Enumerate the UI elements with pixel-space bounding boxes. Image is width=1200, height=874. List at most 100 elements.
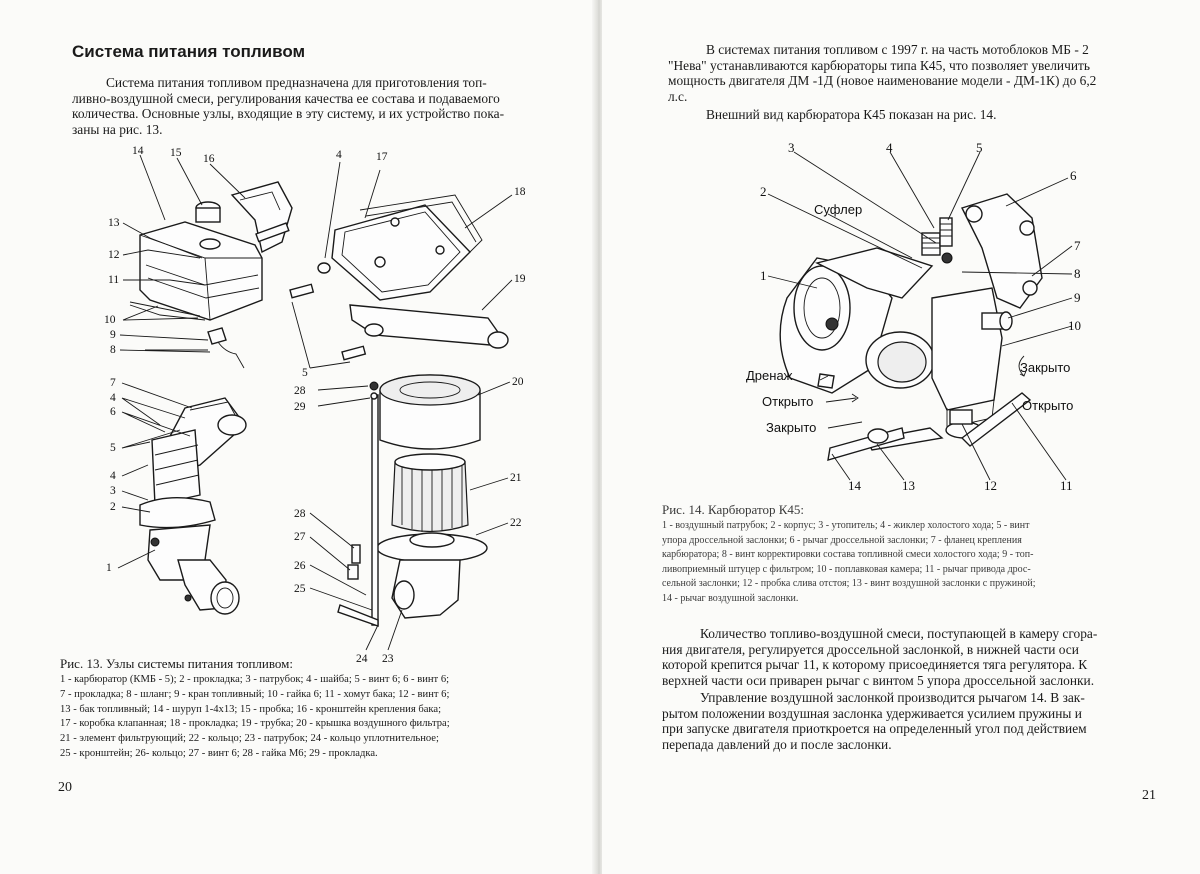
label-11: 11 xyxy=(108,274,119,286)
air-filter-drawing xyxy=(376,374,488,619)
body-line: ния двигателя, регулируется дроссельной … xyxy=(662,641,1079,657)
bracket-drawing xyxy=(337,381,379,627)
label-14: 14 xyxy=(132,145,144,157)
intro-line: мощность двигателя ДМ -1Д (новое наимено… xyxy=(668,73,1097,88)
label-29: 29 xyxy=(294,401,306,413)
label-13: 13 xyxy=(902,478,915,493)
intro-line: Система питания топливом предназначена д… xyxy=(106,75,487,90)
figure-13-fuel-system-diagram: 14 15 16 4 17 18 13 12 11 19 10 9 8 5 28… xyxy=(104,145,526,665)
direction-arrows xyxy=(825,355,1027,429)
label-zakryto-left: Закрыто xyxy=(766,420,816,435)
page-number: 21 xyxy=(1142,788,1156,803)
body-paragraph-choke: Управление воздушной заслонкой производи… xyxy=(662,690,1160,752)
label-26: 26 xyxy=(294,560,306,572)
label-otkryto-left: Открыто xyxy=(762,394,813,409)
figure-13-labels: 14 15 16 4 17 18 13 12 11 19 10 9 8 5 28… xyxy=(104,145,526,665)
label-15: 15 xyxy=(170,147,182,159)
figure-14-caption-title: Рис. 14. Карбюратор К45: xyxy=(662,502,805,517)
label-19: 19 xyxy=(514,273,526,285)
intro-line: количества. Основные узлы, входящие в эт… xyxy=(72,106,505,121)
caption-line: ливоприемный штуцер с фильтром; 10 - поп… xyxy=(662,563,1031,575)
label-5: 5 xyxy=(302,367,308,379)
caption-line: 1 - воздушный патрубок; 2 - корпус; 3 - … xyxy=(662,520,1030,531)
caption-line: 17 - коробка клапанная; 18 - прокладка; … xyxy=(60,718,450,730)
label-9: 9 xyxy=(1074,290,1081,305)
label-zakryto-right: Закрыто xyxy=(1020,360,1070,375)
caption-line: 7 - прокладка; 8 - шланг; 9 - кран топли… xyxy=(60,688,450,700)
body-line: Управление воздушной заслонкой производи… xyxy=(700,690,1085,705)
label-5: 5 xyxy=(976,140,983,155)
label-12: 12 xyxy=(984,478,997,493)
figure-14-labels: 3 4 5 6 2 Суфлер 7 8 1 9 10 Закрыто Дрен… xyxy=(746,140,1081,493)
label-sufler: Суфлер xyxy=(814,202,862,217)
label-21: 21 xyxy=(510,472,522,484)
intro-line: заны на рис. 13. xyxy=(72,121,163,137)
label-4: 4 xyxy=(886,140,893,155)
label-2: 2 xyxy=(760,184,767,199)
body-line: рытом положении воздушная заслонка удерж… xyxy=(662,705,1082,721)
label-10: 10 xyxy=(1068,318,1081,333)
figure-13-caption: 1 - карбюратор (КМБ - 5); 2 - прокладка;… xyxy=(60,673,580,762)
carburettor-assembly-drawing xyxy=(139,397,247,615)
body-line: Количество топливо-воздушной смеси, пост… xyxy=(700,626,1098,641)
label-22: 22 xyxy=(510,517,522,529)
caption-line: упора дроссельной заслонки; 6 - рычаг др… xyxy=(662,534,1022,546)
caption-line: 13 - бак топливный; 14 - шуруп 1-4х13; 1… xyxy=(60,703,442,715)
figure-13-caption-title: Рис. 13. Узлы системы питания топливом: xyxy=(60,656,294,671)
label-9: 9 xyxy=(110,329,116,341)
intro-paragraph: Система питания топливом предназначена д… xyxy=(72,75,562,137)
leader-lines xyxy=(117,154,513,651)
body-line: которой крепится рычаг 11, к которому пр… xyxy=(662,657,1088,672)
label-6: 6 xyxy=(110,406,116,418)
figure-reference-line: Внешний вид карбюратора К45 показан на р… xyxy=(706,107,997,122)
carburettor-k45-drawing xyxy=(779,193,1043,461)
intro-line: "Нева" устанавливаются карбюраторы типа … xyxy=(668,57,1090,73)
fuel-tank-drawing xyxy=(139,181,293,321)
label-7: 7 xyxy=(110,377,116,389)
caption-line: карбюратора; 8 - винт корректировки сост… xyxy=(662,549,1034,561)
label-18: 18 xyxy=(514,186,526,198)
label-2: 2 xyxy=(110,501,116,513)
body-line: при запуске двигателя приоткроется на оп… xyxy=(662,721,1087,736)
label-25: 25 xyxy=(294,583,306,595)
label-14: 14 xyxy=(848,478,862,493)
label-20: 20 xyxy=(512,376,524,388)
label-8: 8 xyxy=(110,344,116,356)
label-1: 1 xyxy=(106,562,112,574)
label-4: 4 xyxy=(110,392,116,404)
body-line: перепада давлений до и после заслонки. xyxy=(662,736,892,752)
label-11: 11 xyxy=(1060,478,1073,493)
breather-tube-drawing xyxy=(349,304,509,349)
label-7: 7 xyxy=(1074,238,1081,253)
label-13: 13 xyxy=(108,217,120,229)
valve-cover-drawing xyxy=(317,194,483,301)
label-17: 17 xyxy=(376,151,388,163)
label-24: 24 xyxy=(356,653,368,665)
section-title: Система питания топливом xyxy=(72,42,306,61)
body-paragraph-throttle: Количество топливо-воздушной смеси, пост… xyxy=(662,626,1160,688)
page-number: 20 xyxy=(58,780,72,795)
right-page: В системах питания топливом с 1997 г. на… xyxy=(602,0,1200,874)
leader-lines xyxy=(767,151,1073,481)
figure-14-caption: 1 - воздушный патрубок; 2 - корпус; 3 - … xyxy=(662,519,1172,607)
intro-paragraph: В системах питания топливом с 1997 г. на… xyxy=(668,42,1166,123)
bolts-drawing xyxy=(289,283,367,361)
figure-14-carburettor-k45-diagram: 3 4 5 6 2 Суфлер 7 8 1 9 10 Закрыто Дрен… xyxy=(746,140,1081,493)
label-16: 16 xyxy=(203,153,215,165)
left-page: Система питания топливом Система питания… xyxy=(0,0,598,874)
caption-line: 14 - рычаг воздушной заслонки. xyxy=(662,592,799,604)
intro-line: л.с. xyxy=(668,88,688,104)
label-4: 4 xyxy=(110,470,116,482)
label-6: 6 xyxy=(1070,168,1077,183)
body-line: верхней части оси приварен рычаг с винто… xyxy=(662,672,1095,688)
label-3: 3 xyxy=(110,485,116,497)
label-10: 10 xyxy=(104,314,116,326)
intro-line: В системах питания топливом с 1997 г. на… xyxy=(706,42,1089,57)
caption-line: 25 - кронштейн; 26- кольцо; 27 - винт 6;… xyxy=(60,747,378,759)
label-8: 8 xyxy=(1074,266,1081,281)
label-4: 4 xyxy=(336,149,342,161)
label-5: 5 xyxy=(110,442,116,454)
intro-line: ливно-воздушной смеси, регулирования кач… xyxy=(72,90,500,106)
caption-line: сельной заслонки; 12 - пробка слива отст… xyxy=(662,578,1036,590)
caption-line: 1 - карбюратор (КМБ - 5); 2 - прокладка;… xyxy=(60,674,450,685)
